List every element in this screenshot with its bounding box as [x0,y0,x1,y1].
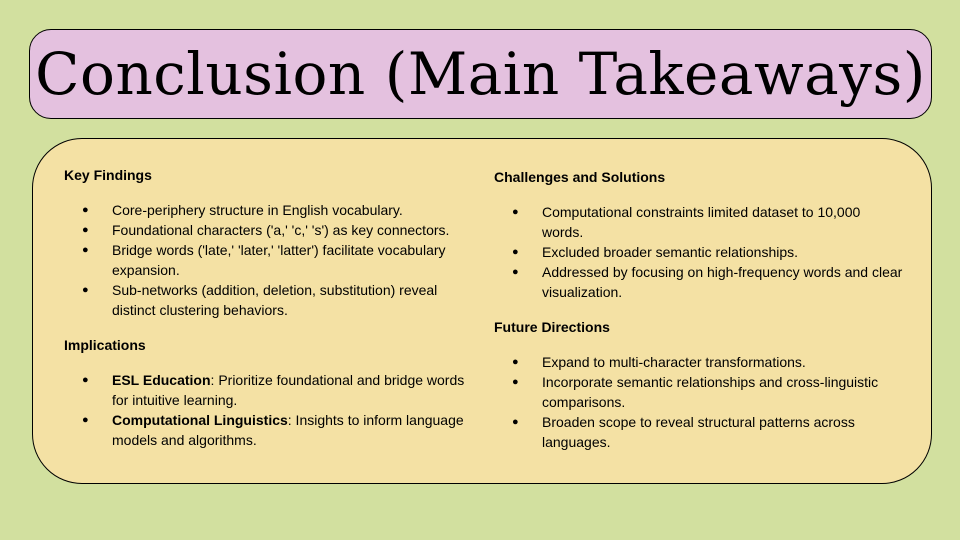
list-item: ● Broaden scope to reveal structural patt… [494,412,904,452]
list-item: ● Sub-networks (addition, deletion, subst… [64,280,474,320]
list-item-text: Bridge words ('late,' 'later,' 'latter')… [112,242,446,278]
bullet-icon: ● [512,356,519,368]
left-column: Key Findings ● Core-periphery structure i… [64,166,474,450]
list-item-text: Core-periphery structure in English voca… [112,202,403,218]
bullet-icon: ● [512,206,519,218]
bullet-icon: ● [82,204,89,216]
list-item: ● Foundational characters ('a,' 'c,' 's')… [64,220,474,240]
list-item-term: Computational Linguistics [112,412,288,428]
list-item-text: Computational constraints limited datase… [542,204,861,240]
list-item-term: ESL Education [112,372,211,388]
future-directions-list: ● Expand to multi-character transformatio… [494,352,904,452]
bullet-icon: ● [512,246,519,258]
list-item-text: : Insights to inform language models and… [112,412,464,448]
bullet-icon: ● [82,284,89,296]
bullet-icon: ● [512,376,519,388]
list-item-text: Incorporate semantic relationships and c… [542,374,879,410]
right-column: Challenges and Solutions ● Computational … [494,168,904,452]
bullet-icon: ● [82,414,89,426]
list-item: ● Computational Linguistics: Insights to … [64,410,474,450]
key-findings-list: ● Core-periphery structure in English voc… [64,200,474,320]
list-item-text: Addressed by focusing on high-frequency … [542,264,903,300]
list-item-text: Excluded broader semantic relationships. [542,244,799,260]
content-panel: Key Findings ● Core-periphery structure i… [32,138,932,484]
key-findings-heading: Key Findings [64,167,152,183]
list-item-text: Expand to multi-character transformation… [542,354,806,370]
list-item: ● Core-periphery structure in English voc… [64,200,474,220]
list-item: ● ESL Education: Prioritize foundational … [64,370,474,410]
list-item-text: Foundational characters ('a,' 'c,' 's') … [112,222,450,238]
list-item: ● Expand to multi-character transformatio… [494,352,904,372]
implications-list: ● ESL Education: Prioritize foundational … [64,370,474,450]
future-directions-heading: Future Directions [494,319,610,335]
bullet-icon: ● [82,374,89,386]
list-item: ● Bridge words ('late,' 'later,' 'latter'… [64,240,474,280]
title-banner: Conclusion (Main Takeaways) [29,29,932,119]
list-item: ● Computational constraints limited datas… [494,202,904,242]
list-item: ● Addressed by focusing on high-frequency… [494,262,904,302]
slide-title: Conclusion (Main Takeaways) [35,40,926,108]
implications-heading: Implications [64,337,146,353]
list-item: ● Incorporate semantic relationships and … [494,372,904,412]
list-item-text: Sub-networks (addition, deletion, substi… [112,282,438,318]
list-item-text: : Prioritize foundational and bridge wor… [112,372,465,408]
list-item: ● Excluded broader semantic relationships… [494,242,904,262]
challenges-heading: Challenges and Solutions [494,169,666,185]
bullet-icon: ● [82,224,89,236]
challenges-list: ● Computational constraints limited datas… [494,202,904,302]
list-item-text: Broaden scope to reveal structural patte… [542,414,855,450]
bullet-icon: ● [512,416,519,428]
bullet-icon: ● [512,266,519,278]
bullet-icon: ● [82,244,89,256]
